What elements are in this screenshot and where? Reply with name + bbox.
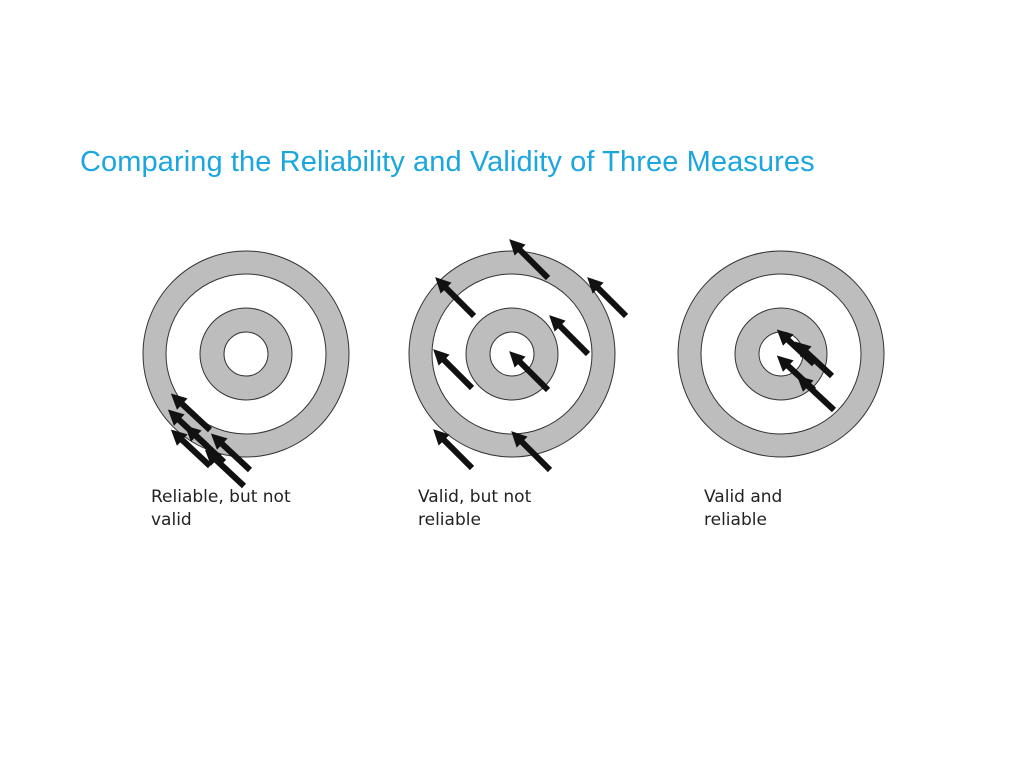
arrow (796, 375, 837, 413)
arrow (511, 431, 553, 473)
arrow (210, 433, 253, 473)
caption-line: reliable (704, 510, 767, 530)
caption-line: Reliable, but not (151, 487, 291, 507)
arrow (433, 429, 475, 471)
arrow (794, 341, 835, 379)
arrow (170, 393, 213, 433)
arrow (509, 239, 551, 281)
target-valid-not-reliable (408, 239, 629, 473)
target-bullseye (758, 331, 804, 377)
arrow (587, 277, 629, 319)
caption-line: Valid and (704, 487, 783, 507)
arrow (509, 351, 551, 393)
caption-reliable-not-valid: Reliable, but not valid (151, 486, 351, 532)
target-reliable-not-valid (142, 250, 350, 489)
arrow (435, 277, 477, 319)
caption-line: Valid, but not (418, 487, 532, 507)
caption-valid-not-reliable: Valid, but not reliable (418, 486, 618, 532)
arrow (433, 349, 475, 391)
arrow (549, 315, 591, 357)
slide-title: Comparing the Reliability and Validity o… (80, 146, 815, 178)
caption-line: valid (151, 510, 192, 530)
arrow (204, 449, 247, 489)
caption-valid-and-reliable: Valid and reliable (704, 486, 904, 532)
target-bullseye (223, 331, 269, 377)
arrow (184, 425, 227, 465)
target-valid-and-reliable (677, 250, 885, 458)
caption-line: reliable (418, 510, 481, 530)
